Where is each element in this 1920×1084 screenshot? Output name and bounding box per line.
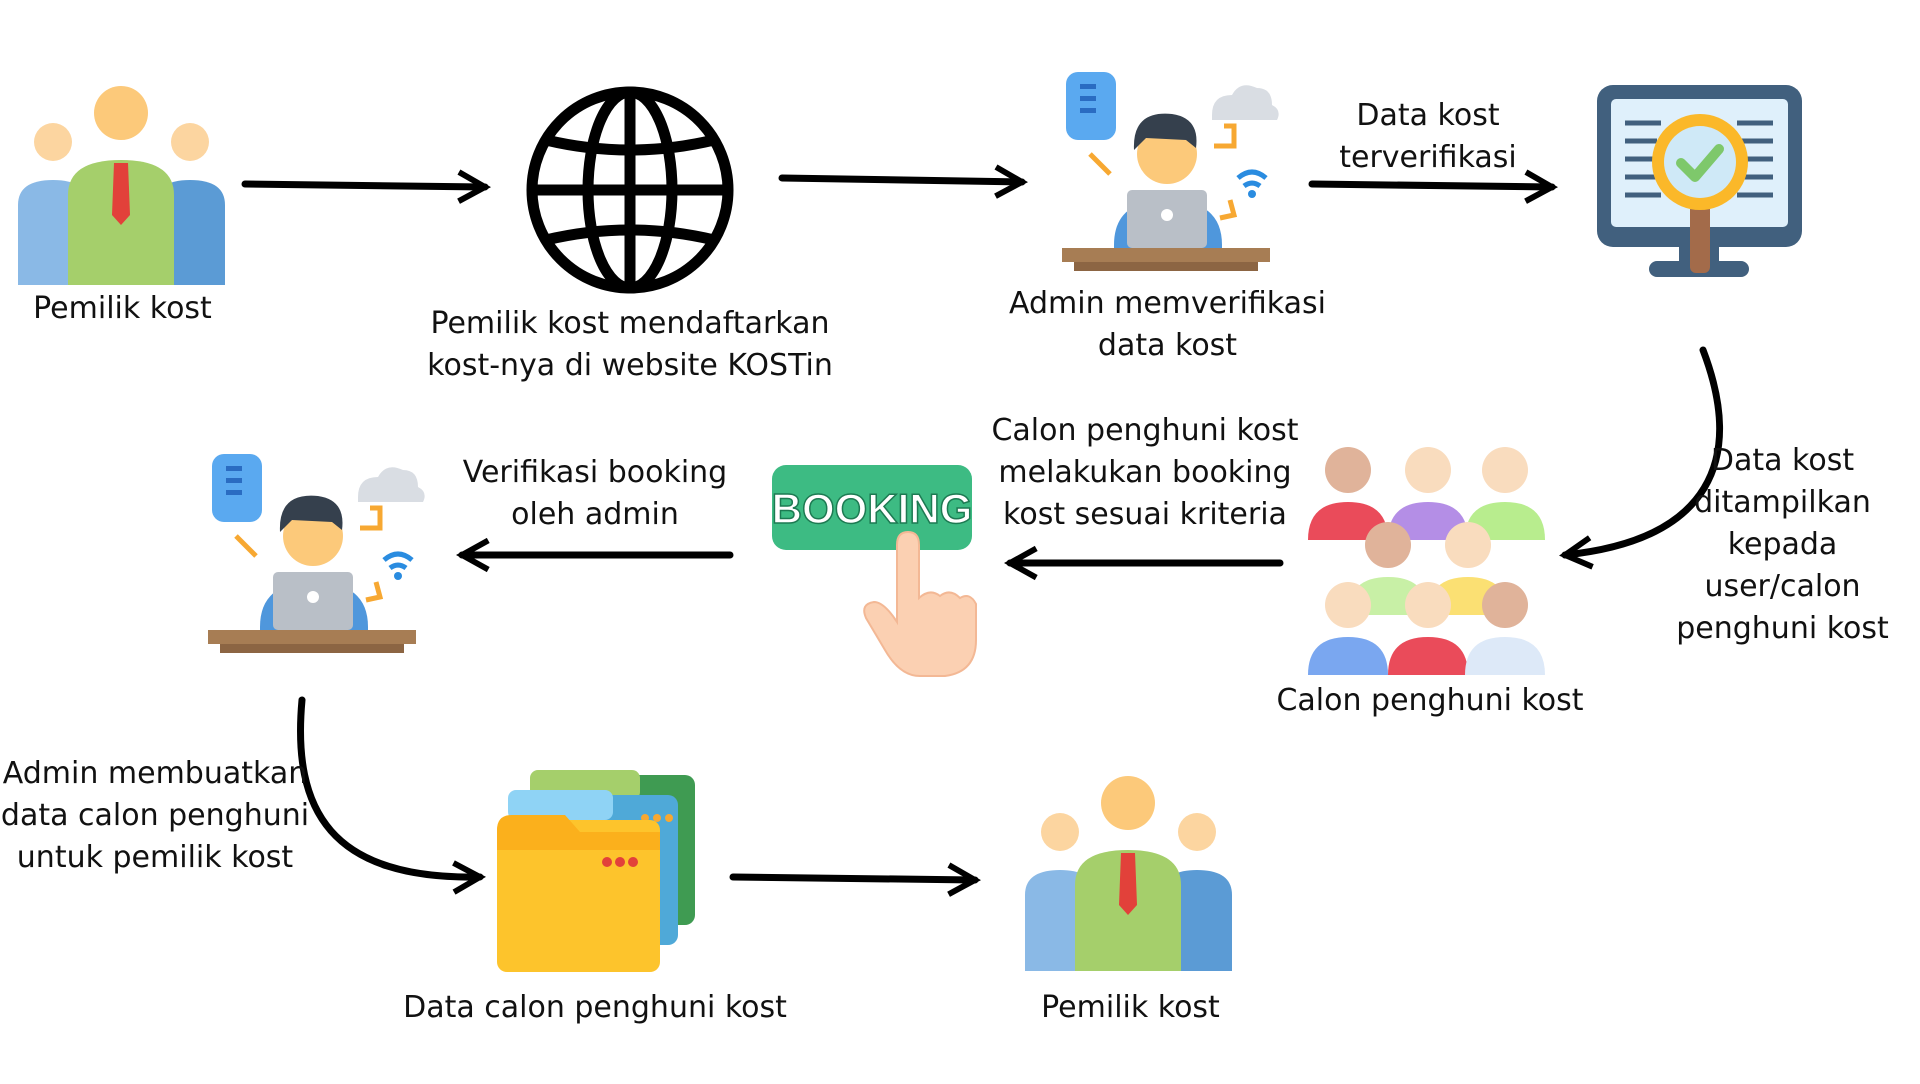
arrow-admin-to-verified [1308, 184, 1552, 187]
admin-booking-icon [208, 454, 425, 653]
booking-button-icon: BOOKING [771, 465, 977, 677]
edge-label-admin-create: Admin membuatkan data calon penghuni unt… [0, 756, 310, 875]
verified-monitor-icon [1597, 85, 1802, 277]
booking-button-text: BOOKING [772, 485, 973, 532]
folder-stack-icon [497, 770, 695, 972]
globe-icon [526, 86, 734, 294]
arrow-folder-to-owner [729, 877, 975, 880]
node-label-folder: Data calon penghuni kost [403, 990, 787, 1025]
node-label-owner-top: Pemilik kost [33, 291, 212, 326]
admin-icon [1062, 72, 1279, 271]
arrows [241, 178, 1724, 880]
arrow-verified-to-tenants [1565, 346, 1724, 555]
owner-group-icon [18, 86, 225, 285]
node-label-owner-bottom: Pemilik kost [1041, 990, 1220, 1025]
node-label-admin-verify: Admin memverifikasi data kost [1008, 286, 1327, 363]
owner-group-bottom-icon [1025, 776, 1232, 971]
arrow-website-to-admin [778, 178, 1022, 182]
tenant-crowd-icon [1308, 447, 1545, 675]
node-label-tenants: Calon penghuni kost [1276, 683, 1584, 718]
edge-label-displayed: Data kost ditampilkan kepada user/calon … [1676, 443, 1889, 646]
arrow-admin-to-folder [297, 696, 480, 877]
edge-label-booking: Calon penghuni kost melakukan booking ko… [991, 413, 1299, 532]
pointing-hand-icon [863, 530, 977, 677]
edge-label-verify-booking: Verifikasi booking oleh admin [462, 455, 728, 532]
node-label-website: Pemilik kost mendaftarkan kost-nya di we… [427, 306, 833, 383]
edge-label-verified: Data kost terverifikasi [1339, 98, 1517, 175]
arrow-owner-to-website [241, 184, 485, 187]
